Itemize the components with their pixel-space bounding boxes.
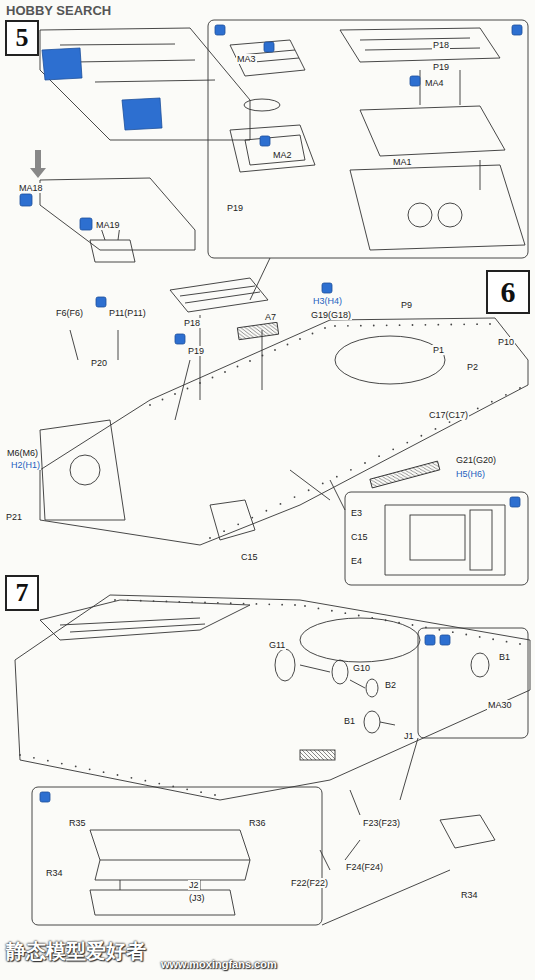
part-label: P19: [432, 62, 450, 72]
part-label: P18: [432, 40, 450, 50]
part-label: E3: [350, 508, 363, 518]
watermark: www.moxingfans.com: [160, 958, 278, 971]
part-label: P18: [183, 318, 201, 328]
part-label: H3(H4): [312, 296, 343, 306]
part-label: G11: [268, 640, 286, 650]
part-label: E4: [350, 556, 363, 566]
part-label: P19: [187, 346, 205, 356]
part-label: A7: [264, 312, 277, 322]
part-label: P10: [497, 337, 515, 347]
part-label: R34: [460, 890, 479, 900]
part-label: C15: [350, 532, 369, 542]
step-number-box: 7: [5, 575, 39, 611]
part-label: MA2: [272, 150, 293, 160]
part-label: P1: [432, 345, 445, 355]
part-label: B2: [384, 680, 397, 690]
part-label: P2: [466, 362, 479, 372]
part-label: G19(G18): [310, 310, 352, 320]
part-label: MA1: [392, 157, 413, 167]
part-label: MA3: [236, 54, 257, 64]
part-label: P11(P11): [108, 308, 147, 318]
part-label: F24(F24): [345, 862, 384, 872]
part-label: (J3): [188, 893, 206, 903]
watermark: HOBBY SEARCH: [5, 3, 112, 18]
part-label: B1: [343, 716, 356, 726]
part-label: P20: [90, 358, 108, 368]
step-number: 7: [16, 578, 29, 608]
part-label: H5(H6): [455, 469, 486, 479]
watermark: 静态模型爱好者: [5, 940, 147, 962]
part-label: G10: [352, 663, 371, 673]
part-label: H2(H1): [10, 460, 41, 470]
step-number-box: 5: [5, 20, 39, 56]
step-number: 6: [501, 275, 516, 309]
part-label: R36: [248, 818, 267, 828]
part-label: J1: [403, 731, 415, 741]
part-label: MA18: [18, 183, 44, 193]
part-label: MA30: [487, 700, 513, 710]
part-label: R34: [45, 868, 64, 878]
part-label: F6(F6): [55, 308, 84, 318]
part-label: G21(G20): [455, 455, 497, 465]
step-number-box: 6: [486, 270, 530, 314]
part-label: MA19: [95, 220, 121, 230]
part-label: P21: [5, 512, 23, 522]
part-label: M6(M6): [6, 448, 39, 458]
part-label: F22(F22): [290, 878, 329, 888]
part-label: P9: [400, 300, 413, 310]
part-label: J2: [188, 880, 200, 890]
step-number: 5: [16, 23, 29, 53]
part-label: R35: [68, 818, 87, 828]
part-label: F23(F23): [362, 818, 401, 828]
part-label: C15: [240, 552, 259, 562]
part-label: P19: [226, 203, 244, 213]
part-label: MA4: [424, 78, 445, 88]
part-label: B1: [498, 652, 511, 662]
part-label: C17(C17): [428, 410, 469, 420]
